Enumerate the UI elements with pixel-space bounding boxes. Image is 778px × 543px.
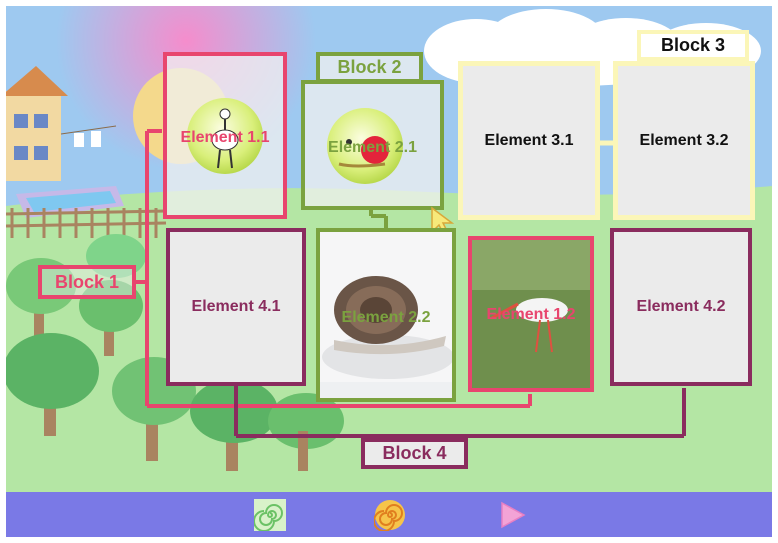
element-2-1-label: Element 2.1 bbox=[328, 139, 417, 156]
snail-photo bbox=[320, 232, 452, 382]
element-2-2-label: Element 2.2 bbox=[341, 309, 431, 326]
element-4-2-label: Element 4.2 bbox=[636, 298, 726, 315]
spiral-orange-icon[interactable] bbox=[374, 499, 406, 531]
element-2-1[interactable]: Element 2.1 bbox=[301, 80, 444, 210]
house bbox=[6, 66, 68, 181]
ostrich-icon bbox=[187, 98, 263, 174]
block1-connector bbox=[134, 129, 532, 408]
spiral-green-icon[interactable] bbox=[254, 499, 286, 531]
laundry bbox=[60, 125, 117, 147]
element-4-1-label: Element 4.1 bbox=[191, 298, 281, 315]
block1-label: Block 1 bbox=[54, 271, 120, 292]
stork-photo bbox=[472, 240, 590, 388]
element-3-2-label: Element 3.2 bbox=[639, 131, 729, 149]
block3-tag[interactable]: Block 3 bbox=[637, 30, 749, 61]
block4-label: Block 4 bbox=[382, 443, 447, 463]
element-4-1[interactable]: Element 4.1 bbox=[166, 228, 306, 386]
element-2-2[interactable]: Element 2.2 bbox=[316, 228, 456, 402]
block3-label: Block 3 bbox=[660, 35, 726, 55]
bottom-toolbar bbox=[6, 492, 772, 537]
block4-tag[interactable]: Block 4 bbox=[361, 438, 468, 469]
element-4-2[interactable]: Element 4.2 bbox=[610, 228, 752, 386]
snail-icon bbox=[327, 108, 403, 184]
block2-tag[interactable]: Block 2 bbox=[316, 52, 423, 83]
block1-tag[interactable]: Block 1 bbox=[38, 265, 136, 299]
element-1-2[interactable]: Element 1.2 bbox=[468, 236, 594, 392]
element-1-2-label: Element 1.2 bbox=[486, 306, 576, 323]
element-3-1-label: Element 3.1 bbox=[484, 131, 574, 149]
fence bbox=[6, 208, 167, 238]
block2-label: Block 2 bbox=[337, 57, 402, 77]
app-stage: Element 1.1 Element 2.1 Block 2 Element … bbox=[6, 6, 772, 537]
element-1-1-label: Element 1.1 bbox=[180, 129, 270, 146]
element-1-1[interactable]: Element 1.1 bbox=[163, 52, 287, 219]
block4-connector bbox=[234, 384, 686, 442]
play-pink-icon[interactable] bbox=[496, 499, 528, 531]
element-3-2[interactable]: Element 3.2 bbox=[613, 61, 755, 220]
element-3-1[interactable]: Element 3.1 bbox=[458, 61, 600, 220]
